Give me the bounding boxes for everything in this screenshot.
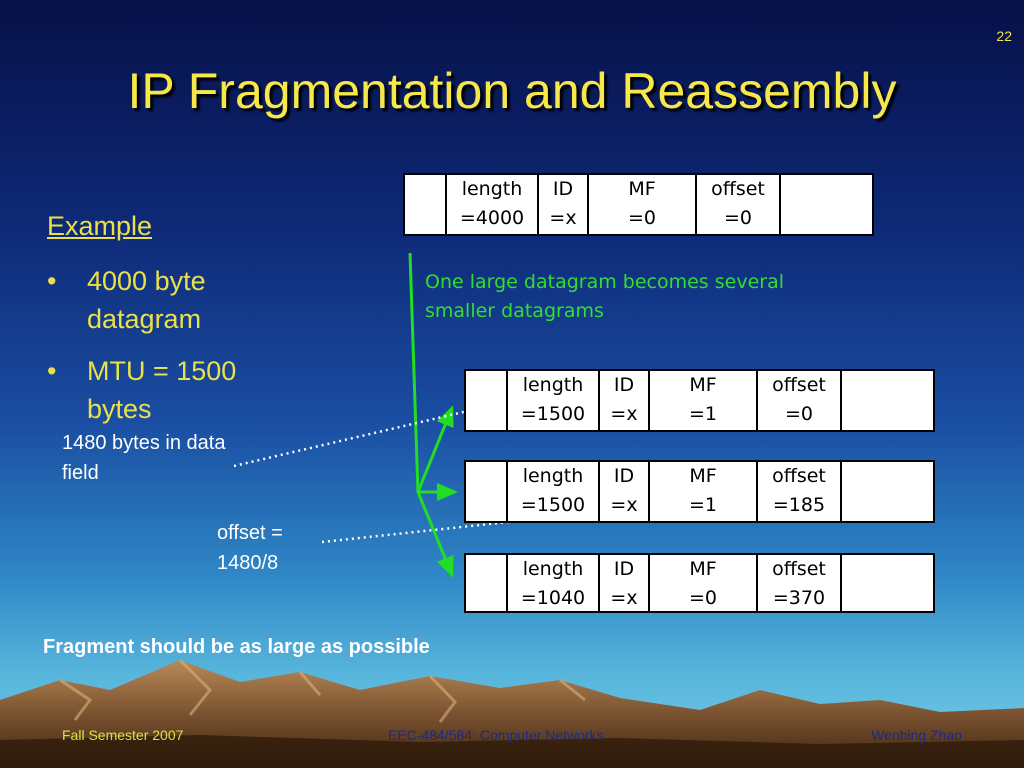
example-heading: Example — [47, 211, 153, 241]
mf-field: MF =1 — [650, 462, 758, 521]
fragment-datagram-3: length =1040 ID =x MF =0 offset =370 — [464, 553, 935, 613]
length-value: length =1500 — [520, 374, 586, 425]
offset-field: offset =0 — [697, 175, 781, 234]
mf-value: MF =0 — [688, 558, 717, 609]
header-blank-cell — [466, 555, 508, 611]
length-field: length =4000 — [447, 175, 539, 234]
summary-statement: Fragment should be as large as possible — [43, 636, 430, 658]
length-field: length =1040 — [508, 555, 600, 611]
fragment-datagram-2: length =1500 ID =x MF =1 offset =185 — [464, 460, 935, 523]
length-field: length =1500 — [508, 462, 600, 521]
offset-value: offset =185 — [772, 465, 826, 516]
length-field: length =1500 — [508, 371, 600, 430]
note-data-field: 1480 bytes in data field — [62, 432, 226, 484]
id-value: ID =x — [549, 178, 577, 229]
note-offset-calc: offset = 1480/8 — [217, 522, 283, 574]
fragmentation-caption: One large datagram becomes several small… — [425, 268, 785, 326]
data-payload-cell — [842, 371, 933, 430]
id-field: ID =x — [600, 371, 650, 430]
header-blank-cell — [405, 175, 447, 234]
offset-value: offset =0 — [772, 374, 826, 425]
slide-number: 22 — [996, 28, 1012, 44]
id-value: ID =x — [610, 558, 638, 609]
arrow-to-fragment-3 — [416, 491, 454, 578]
bullet-datagram-size: • 4000 byte datagram — [47, 262, 307, 338]
bullet-mtu: • MTU = 1500 bytes — [47, 352, 307, 428]
mf-value: MF =1 — [688, 465, 717, 516]
original-datagram: length =4000 ID =x MF =0 offset =0 — [403, 173, 874, 236]
offset-value: offset =0 — [711, 178, 765, 229]
data-payload-cell — [781, 175, 872, 234]
bullet-symbol: • — [47, 266, 57, 296]
header-blank-cell — [466, 462, 508, 521]
id-field: ID =x — [600, 462, 650, 521]
header-blank-cell — [466, 371, 508, 430]
offset-field: offset =185 — [758, 462, 842, 521]
footer-author: Wenbing Zhao — [871, 727, 962, 743]
caption-text: One large datagram becomes several small… — [425, 271, 784, 322]
id-value: ID =x — [610, 374, 638, 425]
footer-semester: Fall Semester 2007 — [62, 727, 184, 743]
slide-title: IP Fragmentation and Reassembly — [127, 63, 897, 119]
id-field: ID =x — [600, 555, 650, 611]
length-value: length =4000 — [459, 178, 525, 229]
mf-field: MF =1 — [650, 371, 758, 430]
mf-field: MF =0 — [650, 555, 758, 611]
mountain-highlights — [59, 658, 586, 723]
offset-value: offset =370 — [772, 558, 826, 609]
split-stem-line — [408, 252, 420, 494]
offset-field: offset =370 — [758, 555, 842, 611]
fragment-datagram-1: length =1500 ID =x MF =1 offset =0 — [464, 369, 935, 432]
mf-value: MF =1 — [688, 374, 717, 425]
data-payload-cell — [842, 462, 933, 521]
bullet-symbol: • — [47, 356, 57, 386]
mf-value: MF =0 — [627, 178, 656, 229]
id-value: ID =x — [610, 465, 638, 516]
bullet-text: MTU = 1500 bytes — [87, 356, 237, 424]
dotted-arrow-data-field — [233, 398, 509, 468]
ground — [0, 735, 1024, 768]
mf-field: MF =0 — [589, 175, 697, 234]
length-value: length =1500 — [520, 465, 586, 516]
length-value: length =1040 — [520, 558, 586, 609]
arrow-to-fragment-1 — [416, 405, 454, 493]
data-payload-cell — [842, 555, 933, 611]
footer-course: EEC-484/584: Computer Networks — [388, 727, 604, 743]
id-field: ID =x — [539, 175, 589, 234]
bullet-text: 4000 byte datagram — [87, 266, 206, 334]
offset-field: offset =0 — [758, 371, 842, 430]
